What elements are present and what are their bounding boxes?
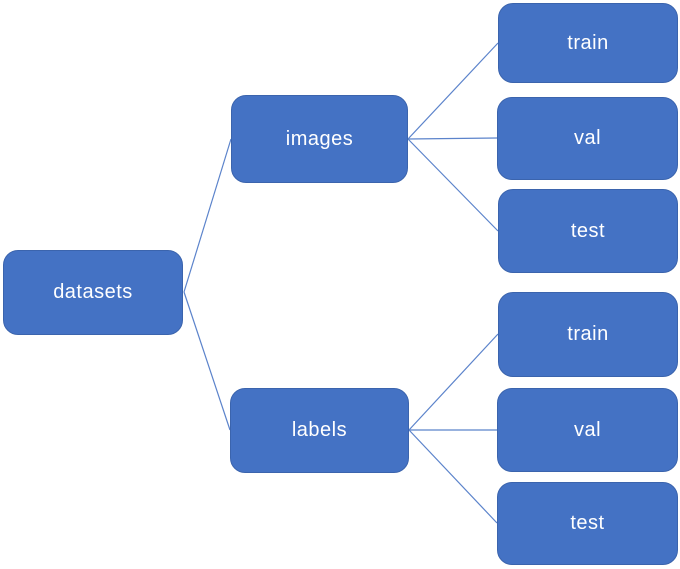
node-labels-train-label: train bbox=[567, 323, 609, 345]
connector-images-val bbox=[407, 137, 498, 140]
node-images-test-label: test bbox=[570, 219, 606, 242]
node-images-test[interactable]: test bbox=[498, 189, 678, 273]
connector-images-test bbox=[407, 138, 499, 232]
node-images-train-label: train bbox=[567, 31, 609, 54]
node-labels-test[interactable]: test bbox=[497, 482, 678, 565]
node-datasets-label: datasets bbox=[53, 281, 133, 303]
node-images-val[interactable]: val bbox=[497, 97, 678, 180]
connector-labels-test bbox=[408, 429, 498, 524]
node-images-label: images bbox=[285, 127, 354, 150]
node-labels[interactable]: labels bbox=[230, 388, 409, 473]
node-images[interactable]: images bbox=[231, 95, 408, 183]
node-images-val-label: val bbox=[573, 127, 602, 149]
node-images-train[interactable]: train bbox=[498, 3, 678, 83]
connector-datasets-images bbox=[183, 138, 232, 293]
node-datasets[interactable]: datasets bbox=[3, 250, 183, 335]
connector-labels-train bbox=[408, 333, 499, 431]
node-labels-val-label: val bbox=[573, 418, 602, 441]
node-labels-test-label: test bbox=[570, 512, 605, 534]
connector-images-train bbox=[407, 42, 499, 140]
node-labels-val[interactable]: val bbox=[497, 388, 678, 472]
node-labels-label: labels bbox=[291, 419, 348, 441]
connector-datasets-labels bbox=[183, 291, 231, 431]
node-labels-train[interactable]: train bbox=[498, 292, 678, 377]
